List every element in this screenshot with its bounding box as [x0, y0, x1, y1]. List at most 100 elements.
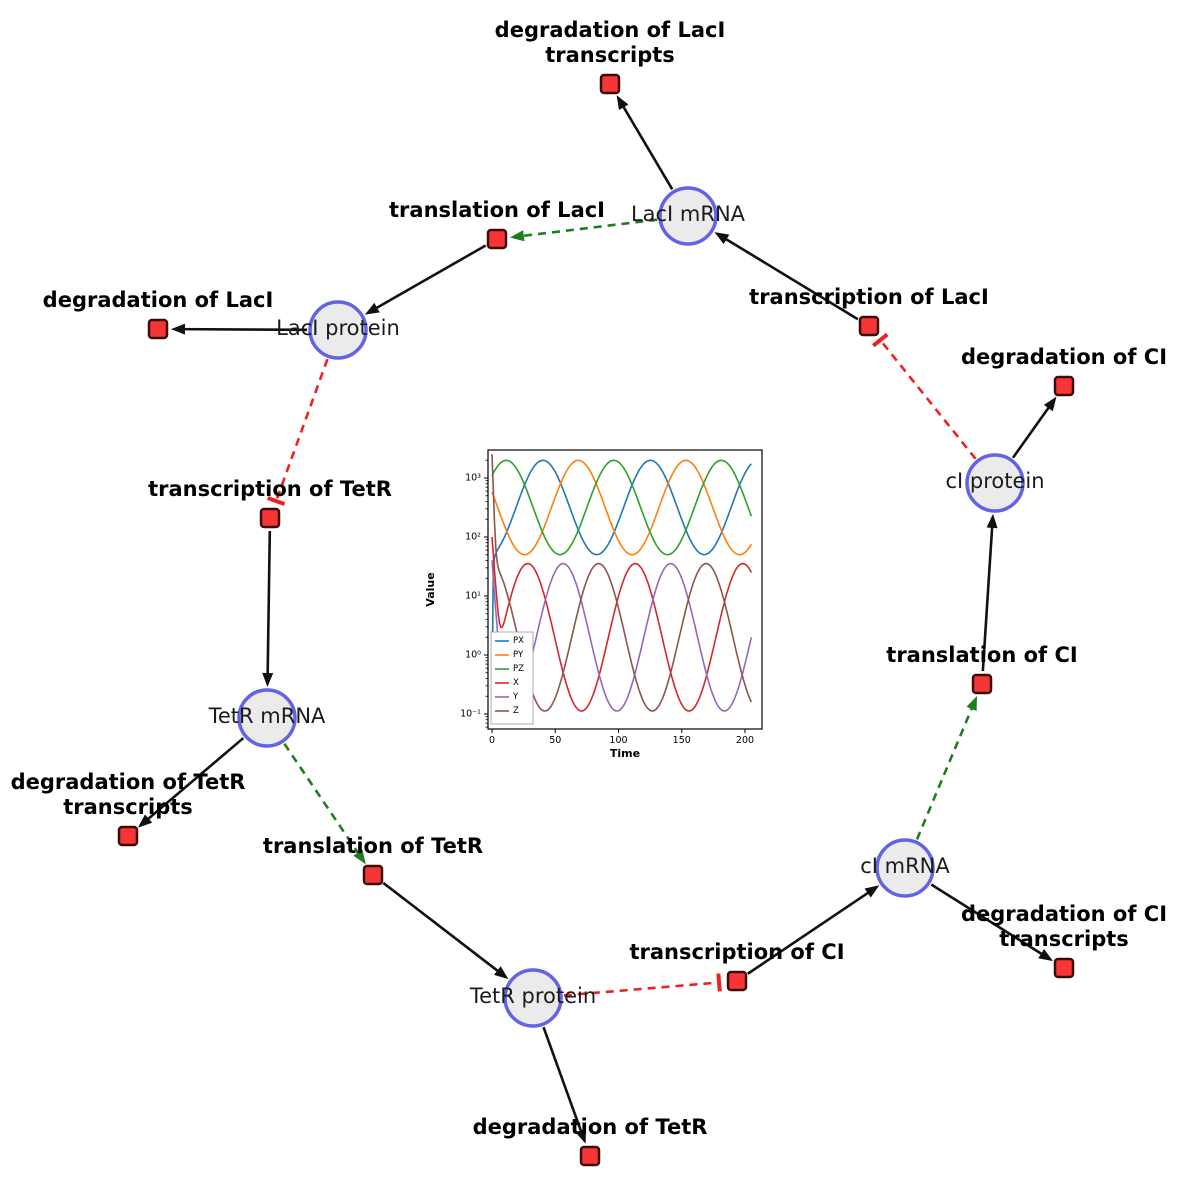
edge-LacI_protein--transcription_TetR — [266, 358, 329, 507]
y-tick-label: 10³ — [465, 473, 481, 484]
edge-cI_protein--transcription_LacI — [871, 332, 977, 460]
arrowhead-icon — [1038, 948, 1053, 962]
reaction-label-deg_LacI_transcripts: degradation of LacI — [495, 18, 726, 42]
species-label-TetR_protein: TetR protein — [469, 984, 596, 1008]
y-tick-label: 10⁻¹ — [460, 709, 481, 720]
arrowhead-icon — [714, 232, 730, 245]
y-tick-label: 10¹ — [465, 591, 481, 602]
species-node-TetR_protein — [503, 968, 563, 1028]
plot-frame — [487, 449, 763, 730]
species-node-cI_mRNA — [875, 838, 935, 898]
series-line-PY — [491, 459, 752, 556]
reaction-node-deg_TetR — [579, 1145, 601, 1167]
edge-translation_CI--cI_protein — [981, 513, 998, 672]
edge-transcription_CI--cI_mRNA — [747, 885, 880, 975]
x-tick-label: 0 — [489, 735, 495, 746]
series-line-Z — [491, 454, 753, 712]
edge-cI_mRNA--translation_CI — [915, 695, 977, 840]
species-label-cI_mRNA: cI mRNA — [860, 854, 950, 878]
reaction-label-translation_CI: translation of CI — [886, 643, 1077, 667]
reaction-label-deg_LacI_transcripts: transcripts — [545, 43, 675, 67]
reaction-node-translation_LacI — [486, 228, 508, 250]
reaction-node-transcription_CI — [726, 970, 748, 992]
nodes-layer — [117, 73, 1075, 1167]
reaction-node-translation_TetR — [362, 864, 384, 886]
reaction-node-deg_LacI_transcripts — [599, 73, 621, 95]
edge-LacI_protein--deg_LacI — [170, 323, 308, 335]
reaction-label-deg_LacI: degradation of LacI — [43, 288, 274, 312]
reaction-label-deg_TetR_transcripts: transcripts — [63, 795, 193, 819]
arrowhead-icon — [137, 814, 153, 828]
reaction-label-transcription_TetR: transcription of TetR — [148, 477, 392, 501]
arrowhead-icon — [986, 513, 998, 529]
reaction-label-translation_LacI: translation of LacI — [389, 198, 605, 222]
species-node-LacI_protein — [308, 300, 368, 360]
reaction-node-translation_CI — [971, 673, 993, 695]
edge-cI_mRNA--deg_CI_transcripts — [930, 883, 1053, 962]
edge-TetR_mRNA--deg_TetR_transcripts — [137, 737, 245, 828]
edge-cI_protein--deg_CI — [1011, 396, 1057, 459]
reaction-node-transcription_LacI — [858, 315, 880, 337]
reaction-label-transcription_CI: transcription of CI — [629, 940, 844, 964]
legend-label-PY: PY — [513, 650, 524, 660]
edge-LacI_mRNA--translation_LacI — [509, 218, 658, 242]
plot-background — [488, 450, 762, 729]
species-node-LacI_mRNA — [658, 186, 718, 246]
reaction-label-deg_TetR_transcripts: degradation of TetR — [11, 770, 246, 794]
edge-transcription_TetR--TetR_mRNA — [262, 530, 274, 688]
reaction-label-transcription_LacI: transcription of LacI — [749, 285, 989, 309]
series-line-Y — [491, 560, 753, 712]
arrowhead-icon — [966, 695, 977, 712]
edge-transcription_LacI--LacI_mRNA — [714, 232, 859, 321]
reaction-node-deg_CI — [1053, 375, 1075, 397]
series-line-PZ — [491, 459, 753, 556]
arrowhead-icon — [509, 230, 525, 242]
series-line-X — [491, 536, 753, 712]
y-tick-label: 10² — [465, 532, 481, 543]
reaction-label-deg_CI: degradation of CI — [961, 345, 1167, 369]
y-tick-label: 10⁰ — [465, 650, 481, 661]
arrowhead-icon — [575, 1128, 587, 1144]
species-label-TetR_mRNA: TetR mRNA — [208, 704, 326, 728]
legend-box — [490, 631, 534, 725]
species-node-cI_protein — [965, 453, 1025, 513]
species-label-LacI_protein: LacI protein — [276, 316, 400, 340]
arrowhead-icon — [353, 849, 366, 865]
x-tick-label: 100 — [609, 735, 627, 746]
arrowhead-icon — [262, 672, 274, 688]
reaction-label-deg_TetR: degradation of TetR — [473, 1115, 708, 1139]
x-axis-title: Time — [610, 747, 640, 760]
legend-label-X: X — [513, 678, 519, 688]
x-tick-label: 200 — [736, 735, 754, 746]
arrowhead-icon — [1043, 396, 1057, 412]
series-layer — [491, 454, 753, 712]
inhibition-tee-head — [716, 973, 722, 992]
edge-translation_LacI--LacI_protein — [364, 244, 487, 315]
x-tick-label: 150 — [673, 735, 691, 746]
inhibition-tee-head — [871, 332, 889, 348]
reaction-label-deg_CI_transcripts: transcripts — [999, 927, 1129, 951]
edge-translation_TetR--TetR_protein — [382, 881, 509, 980]
arrowhead-icon — [493, 966, 509, 980]
edge-TetR_protein--transcription_CI — [563, 973, 722, 997]
x-tick-label: 50 — [549, 735, 561, 746]
reaction-label-translation_TetR: translation of TetR — [263, 834, 483, 858]
inhibition-tee-head — [266, 496, 286, 507]
species-node-TetR_mRNA — [237, 688, 297, 748]
reaction-node-deg_LacI — [147, 318, 169, 340]
arrowhead-icon — [170, 323, 186, 335]
species-label-LacI_mRNA: LacI mRNA — [631, 202, 746, 226]
edge-TetR_protein--deg_TetR — [542, 1026, 587, 1144]
legend-label-PX: PX — [513, 636, 524, 646]
reaction-node-transcription_TetR — [259, 507, 281, 529]
edge-TetR_mRNA--translation_TetR — [283, 742, 366, 865]
edges-layer — [137, 95, 1057, 1144]
series-line-PX — [491, 459, 752, 696]
arrowhead-icon — [364, 302, 380, 315]
